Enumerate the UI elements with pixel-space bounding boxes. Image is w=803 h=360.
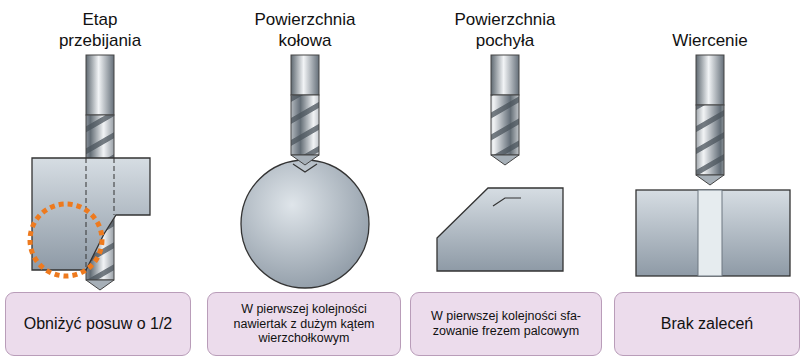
recommendation-box: Brak zaleceń (614, 292, 800, 356)
workpiece (636, 190, 790, 276)
recommendation-box: W pierwszej kolejności sfa- zowanie frez… (410, 292, 602, 356)
highlight-circle (30, 204, 102, 276)
recommendation-text: Brak zaleceń (661, 315, 754, 334)
column-heading: Etap przebijania (48, 9, 152, 51)
drill (696, 55, 724, 185)
column-heading: Wiercenie (644, 30, 776, 51)
chamfer (493, 198, 521, 206)
column-heading: Powierzchnia kołowa (239, 9, 371, 51)
inclined-workpiece (437, 188, 563, 271)
column-heading: Powierzchnia pochyła (439, 9, 571, 51)
recommendation-box: W pierwszej kolejności nawiertak z dużym… (207, 292, 401, 356)
workpiece (32, 158, 150, 270)
drilled-hole (698, 190, 722, 276)
drill (491, 55, 519, 165)
recommendation-box: Obniżyć posuw o 1/2 (5, 292, 191, 356)
recommendation-text: Obniżyć posuw o 1/2 (24, 315, 173, 334)
recommendation-text: W pierwszej kolejności nawiertak z dużym… (216, 302, 392, 346)
round-workpiece (241, 160, 369, 288)
hidden-line (114, 158, 115, 215)
hidden-line (86, 158, 87, 270)
recommendation-text: W pierwszej kolejności sfa- zowanie frez… (419, 309, 593, 338)
drill (291, 55, 319, 165)
